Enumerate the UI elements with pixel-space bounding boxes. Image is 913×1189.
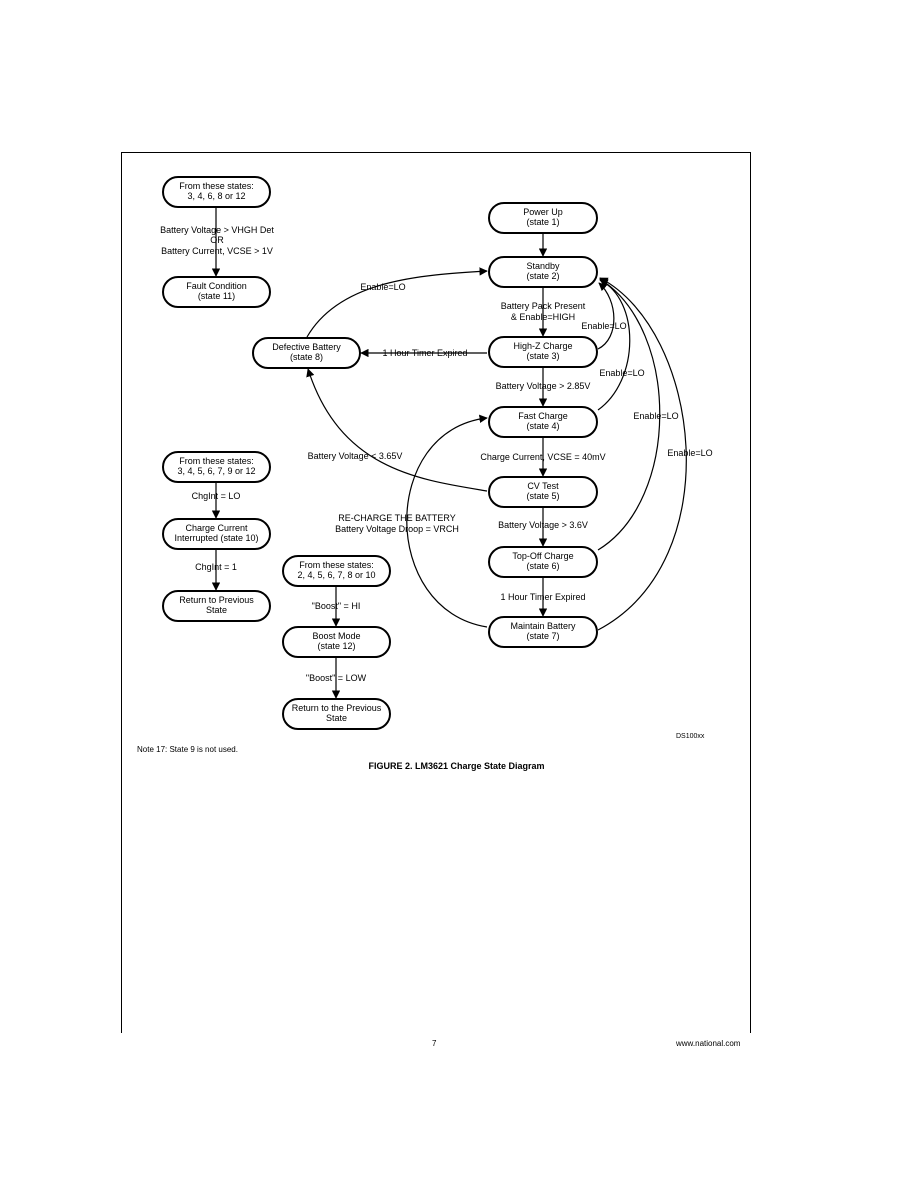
page-number: 7: [432, 1039, 437, 1048]
state-from-4: From these states:2, 4, 5, 6, 7, 8 or 10: [282, 555, 391, 587]
state-label: (state 8): [290, 352, 323, 362]
state-label: Power Up: [523, 207, 563, 217]
state-maintain: Maintain Battery(state 7): [488, 616, 598, 648]
state-label: Fault Condition: [186, 281, 247, 291]
state-label: (state 7): [526, 631, 559, 641]
state-label: Top-Off Charge: [512, 551, 573, 561]
figure-frame: [121, 152, 751, 1033]
figure-code: DS100xx: [676, 733, 705, 740]
state-label: (state 5): [526, 491, 559, 501]
state-label: 3, 4, 6, 8 or 12: [187, 191, 245, 201]
state-from-3: From these states:3, 4, 5, 6, 7, 9 or 12: [162, 451, 271, 483]
lbl-fault-3: Battery Current, VCSE > 1V: [161, 246, 273, 256]
arrow-fast-standby: [597, 279, 631, 411]
state-label: Interrupted (state 10): [174, 533, 258, 543]
arrow-defective-standby: [306, 267, 488, 338]
state-boost: Boost Mode(state 12): [282, 626, 391, 658]
state-label: Defective Battery: [272, 342, 341, 352]
state-label: (state 1): [526, 217, 559, 227]
lbl-enable-defective: Enable=LO: [360, 282, 405, 292]
arrow-highz-standby: [597, 282, 615, 350]
lbl-pack-1: Battery Pack Present: [501, 301, 586, 311]
arrow-cv-defective: [306, 368, 488, 492]
lbl-boost-hi: "Boost" = HI: [312, 601, 361, 611]
state-label: 2, 4, 5, 6, 7, 8 or 10: [297, 570, 375, 580]
state-label: State: [206, 605, 227, 615]
state-label: (state 6): [526, 561, 559, 571]
state-fault: Fault Condition(state 11): [162, 276, 271, 308]
state-label: State: [326, 713, 347, 723]
state-label: From these states:: [179, 181, 254, 191]
arrow-maintain-fast: [406, 414, 488, 628]
lbl-fault-2: OR: [210, 235, 224, 245]
lbl-bv-28: Battery Voltage > 2.85V: [496, 381, 591, 391]
lbl-timer-defective: 1 Hour Timer Expired: [382, 348, 467, 358]
state-label: Maintain Battery: [510, 621, 576, 631]
state-fast: Fast Charge(state 4): [488, 406, 598, 438]
lbl-fault-1: Battery Voltage > VHGH Det: [160, 225, 274, 235]
arrow-maintain-standby: [597, 277, 687, 631]
state-label: From these states:: [299, 560, 374, 570]
state-cv-test: CV Test(state 5): [488, 476, 598, 508]
state-highz: High-Z Charge(state 3): [488, 336, 598, 368]
lbl-pack-2: & Enable=HIGH: [511, 312, 575, 322]
lbl-chgint-lo: ChgInt = LO: [192, 491, 241, 501]
state-topoff: Top-Off Charge(state 6): [488, 546, 598, 578]
arrow-topoff-standby: [597, 278, 661, 551]
state-from-2: From these states:3, 4, 6, 8 or 12: [162, 176, 271, 208]
state-label: 3, 4, 5, 6, 7, 9 or 12: [177, 466, 255, 476]
state-label: Return to Previous: [179, 595, 254, 605]
state-defective: Defective Battery(state 8): [252, 337, 361, 369]
lbl-bv-36: Battery Voltage > 3.6V: [498, 520, 588, 530]
state-label: (state 12): [317, 641, 355, 651]
state-label: (state 4): [526, 421, 559, 431]
state-label: Standby: [526, 261, 560, 271]
lbl-enable-fast: Enable=LO: [599, 368, 644, 378]
state-power-up: Power Up(state 1): [488, 202, 598, 234]
state-label: Boost Mode: [312, 631, 360, 641]
figure-caption: FIGURE 2. LM3621 Charge State Diagram: [368, 761, 545, 771]
lbl-enable-cv: Enable=LO: [633, 411, 678, 421]
lbl-timer-maintain: 1 Hour Timer Expired: [500, 592, 585, 602]
state-label: Fast Charge: [518, 411, 568, 421]
lbl-bv-defective: Battery Voltage < 3.65V: [308, 451, 403, 461]
lbl-recharge-2: Battery Voltage Droop = VRCH: [335, 524, 459, 534]
lbl-chgint-hi: ChgInt = 1: [195, 562, 237, 572]
state-label: Return to the Previous: [292, 703, 382, 713]
website: www.national.com: [676, 1039, 741, 1048]
lbl-cc: Charge Current, VCSE = 40mV: [480, 452, 605, 462]
transition-arrows: [211, 207, 687, 699]
lbl-enable-topoff: Enable=LO: [667, 448, 712, 458]
state-label: (state 11): [198, 291, 235, 301]
state-label: High-Z Charge: [513, 341, 572, 351]
state-label: (state 3): [526, 351, 559, 361]
lbl-recharge-1: RE-CHARGE THE BATTERY: [338, 513, 456, 523]
state-label: Charge Current: [185, 523, 248, 533]
state-label: CV Test: [527, 481, 559, 491]
lbl-enable-highz: Enable=LO: [581, 321, 626, 331]
note-17: Note 17: State 9 is not used.: [137, 745, 238, 754]
lbl-boost-lo: "Boost" = LOW: [306, 673, 367, 683]
state-standby: Standby(state 2): [488, 256, 598, 288]
state-label: From these states:: [179, 456, 254, 466]
state-label: (state 2): [526, 271, 559, 281]
